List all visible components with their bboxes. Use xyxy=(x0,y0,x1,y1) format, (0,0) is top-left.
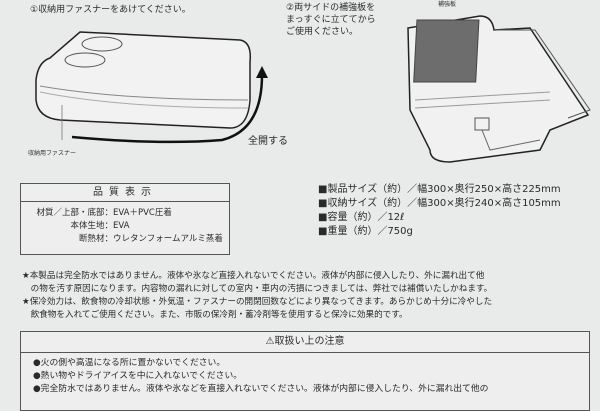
caution-item: ●火の側や高温になる所に置かないでください。 xyxy=(33,358,226,368)
spec-item: ■収納サイズ（約）／幅300×奥行240×高さ105mm xyxy=(318,198,561,209)
note-line: ★本製品は完全防水ではありません。液体や氷など直接入れないでください。液体が内部… xyxy=(22,271,485,281)
reinforcement-board xyxy=(413,19,480,83)
spec-list: ■製品サイズ（約）／幅300×奥行250×高さ225mm ■収納サイズ（約）／幅… xyxy=(318,183,561,239)
quality-row: 本体生地：EVA xyxy=(70,221,130,231)
open-arrow xyxy=(71,74,264,144)
caution-box: ⚠取扱い上の注意 ●火の側や高温になる所に置かないでください。 ●熱い物やドライ… xyxy=(20,331,590,411)
arrow-head-icon xyxy=(256,66,268,78)
spec-item: ■重量（約）／750g xyxy=(318,226,413,237)
note-line: 飲食物を入れてご使用ください。また、市販の保冷剤・蓄冷剤等を使用すると保冷に効果… xyxy=(22,310,408,320)
zipper-line xyxy=(39,85,249,101)
board-label: 補強板 xyxy=(438,1,457,8)
folded-bag-illustration xyxy=(35,31,268,144)
note-line: ★保冷効力は、飲食物の冷却状態・外気温・ファスナーの開閉回数などにより異なってき… xyxy=(22,297,493,307)
caution-title: ⚠取扱い上の注意 xyxy=(21,332,589,353)
spec-item: ■容量（約）／12ℓ xyxy=(318,212,405,223)
step2-line: ご使用ください。 xyxy=(286,27,359,37)
caution-item: ●熱い物やドライアイスを中に入れないでください。 xyxy=(33,371,243,381)
quality-row: 材質／上部・底部：EVA＋PVC圧着 xyxy=(36,208,172,218)
zipper-label: 収納用ファスナー xyxy=(28,150,77,157)
step2-line: まっすぐに立ててから xyxy=(286,15,376,25)
open-fully-label: 全開する xyxy=(248,136,288,147)
open-bag-illustration xyxy=(407,15,591,163)
spec-item: ■製品サイズ（約）／幅300×奥行250×高さ225mm xyxy=(318,184,561,195)
quality-row: 断熱材：ウレタンフォームアルミ蒸着 xyxy=(78,234,223,244)
step1-instruction: ①収納用ファスナーをあけてください。 xyxy=(30,5,191,15)
caution-item: ●完全防水ではありません。液体や氷などを直接入れないでください。液体が内部に侵入… xyxy=(33,384,489,394)
step2-line: ②両サイドの補強板を xyxy=(286,3,376,13)
quality-label-box: 品質表示 材質／上部・底部：EVA＋PVC圧着 本体生地：EVA 断熱材：ウレタ… xyxy=(20,183,230,255)
quality-title: 品質表示 xyxy=(21,184,229,202)
note-line: の物を汚す原因になります。内容物の漏れに対しての室内・車内の汚損につきましては、… xyxy=(22,284,493,294)
notes: ★本製品は完全防水ではありません。液体や氷など直接入れないでください。液体が内部… xyxy=(22,270,492,322)
